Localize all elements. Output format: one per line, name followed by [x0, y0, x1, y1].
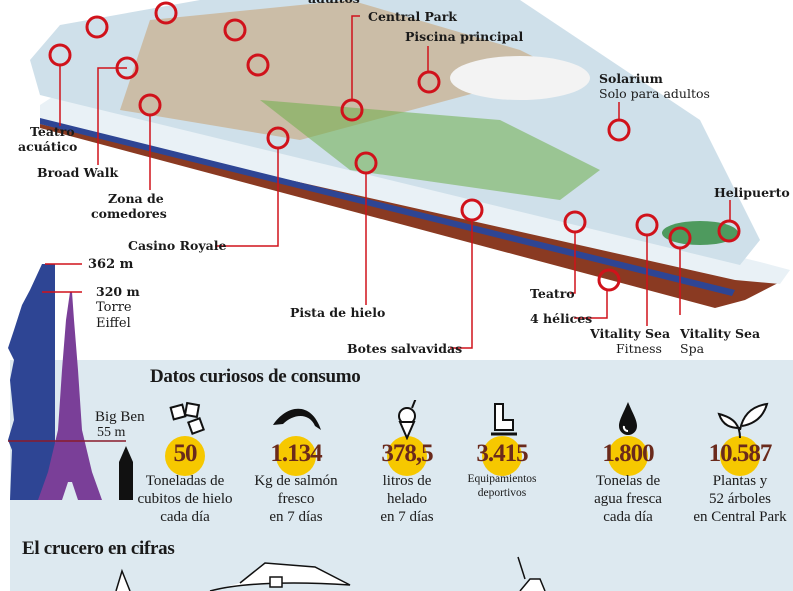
label-teatro-acuatico-2: acuático: [18, 139, 78, 154]
leader-lines: [59, 15, 731, 349]
ship-height: 362 m: [88, 257, 134, 272]
eiffel-height: 320 m: [96, 284, 140, 299]
stat-label: Kg de salmón fresco en 7 días: [254, 473, 338, 525]
stat-value: 50: [173, 440, 198, 467]
salmon-icon: [273, 408, 321, 430]
water-drop-icon: [619, 402, 637, 435]
label-fitness-1: Vitality Sea: [590, 326, 671, 341]
label-comedores-1: Zona de: [108, 191, 164, 206]
label-spa-1: Vitality Sea: [680, 326, 761, 341]
stat-label: Toneladas de cubitos de hielo cada día: [137, 473, 233, 525]
big-ben-shape: [119, 462, 133, 500]
label-casino: Casino Royale: [128, 238, 227, 253]
label-top-cut: adultos: [308, 0, 360, 6]
stat-value: 1.800: [602, 440, 654, 467]
label-solarium-sub: Solo para adultos: [599, 86, 710, 101]
label-piscina: Piscina principal: [405, 29, 524, 44]
marker-circle: [246, 53, 270, 77]
ice-cubes-icon: [169, 401, 205, 435]
label-helipuerto: Helipuerto: [714, 185, 790, 200]
label-central-park: Central Park: [368, 9, 457, 24]
label-teatro-acuatico-1: Teatro: [30, 124, 75, 139]
marker-piscina: [417, 70, 441, 94]
label-teatro: Teatro: [530, 286, 575, 301]
skate-icon: [491, 403, 517, 436]
bigben-name: Big Ben: [95, 409, 145, 425]
bigben-height: 55 m: [97, 425, 126, 440]
label-fitness-2: Fitness: [616, 341, 662, 356]
marker-circle: [223, 18, 247, 42]
label-solarium: Solarium: [599, 71, 663, 86]
stat-value: 10.587: [708, 440, 773, 467]
label-broad-walk: Broad Walk: [37, 165, 119, 180]
stat-label: Equipamientos deportivos: [467, 473, 537, 499]
eiffel-name-1: Torre: [96, 300, 132, 315]
consumo-panel: [10, 360, 793, 591]
plant-icon: [717, 402, 769, 439]
ship-silhouette: [8, 264, 55, 500]
stat-value: 1.134: [270, 440, 322, 467]
label-comedores-2: comedores: [91, 206, 167, 221]
marker-helipuerto: [717, 219, 741, 243]
stat-value: 3.415: [476, 440, 528, 467]
stat-label: Plantas y 52 árboles en Central Park: [693, 473, 787, 525]
label-pista: Pista de hielo: [290, 305, 386, 320]
label-spa-2: Spa: [680, 341, 705, 356]
consumo-title: Datos curiosos de consumo: [150, 366, 361, 387]
height-comparison: [8, 263, 133, 500]
marker-circle: [154, 1, 178, 25]
marker-helices: [597, 268, 621, 292]
eiffel-name-2: Eiffel: [96, 316, 131, 331]
marker-circle: [85, 15, 109, 39]
stat-value: 378,5: [381, 440, 433, 467]
stat-label: Tonelas de agua fresca cada día: [594, 473, 662, 525]
ship-illustration: [30, 0, 790, 349]
cifras-ship-outlines: [115, 556, 546, 591]
stat-label: litros de helado en 7 días: [380, 473, 434, 525]
cifras-title: El crucero en cifras: [22, 538, 175, 559]
ice-cream-icon: [398, 400, 417, 440]
label-helices: 4 hélices: [530, 311, 593, 326]
eiffel-tower-shape: [38, 292, 102, 500]
label-botes: Botes salvavidas: [347, 341, 463, 356]
